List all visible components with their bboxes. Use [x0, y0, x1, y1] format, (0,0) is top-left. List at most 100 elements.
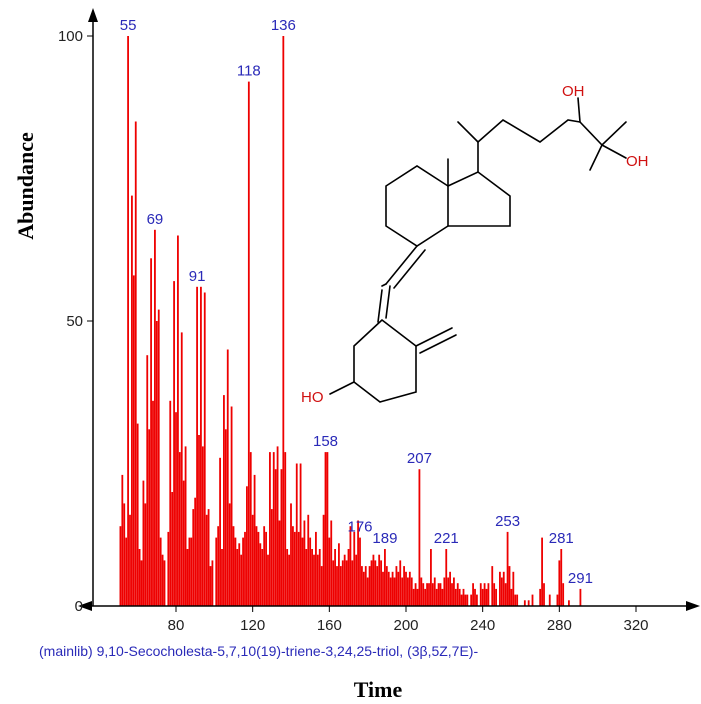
spectrum-bar — [464, 594, 467, 606]
spectrum-bar — [178, 452, 181, 606]
spectrum-bar — [299, 463, 302, 606]
spectrum-bar — [163, 560, 166, 606]
spectrum-bar — [384, 549, 386, 606]
spectrum-bar — [462, 588, 465, 606]
spectrum-bar — [123, 503, 126, 606]
spectrum-bar — [470, 594, 473, 606]
spectrum-bar — [428, 583, 430, 606]
spectrum-bar — [349, 526, 352, 606]
spectrum-bar — [556, 594, 559, 606]
spectrum-bar — [265, 531, 267, 606]
spectrum-bar — [272, 452, 275, 606]
spectrum-bar — [150, 258, 152, 606]
spectrum-bar — [276, 446, 279, 606]
spectrum-bar — [188, 537, 191, 606]
spectrum-bar — [403, 566, 405, 606]
spectrum-bar — [205, 514, 208, 606]
spectrum-bar — [341, 560, 344, 606]
spectrum-bar — [364, 566, 367, 606]
peak-label: 207 — [407, 450, 432, 467]
spectrum-bar — [180, 332, 183, 606]
spectrum-bar — [472, 583, 474, 606]
spectrum-bar — [414, 583, 417, 606]
spectrum-bar — [255, 526, 258, 606]
spectrum-bar — [290, 503, 292, 606]
spectrum-bar — [481, 588, 484, 606]
peak-label: 176 — [347, 519, 372, 536]
spectrum-bar — [543, 583, 545, 606]
spectrum-bar — [393, 577, 396, 606]
spectrum-bar — [196, 286, 198, 606]
spectrum-bar — [376, 566, 379, 606]
spectrum-bar — [539, 588, 542, 606]
spectrum-bar — [190, 537, 193, 606]
spectrum-bar — [154, 229, 156, 607]
spectrum-bar — [437, 583, 440, 606]
spectrum-bar — [207, 509, 210, 606]
spectrum-bar — [362, 571, 365, 606]
spectrum-bar — [407, 577, 409, 606]
spectrum-bar — [332, 560, 335, 606]
spectrum-bar — [357, 520, 359, 606]
spectrum-bar — [510, 588, 513, 606]
spectrum-bar — [476, 594, 478, 606]
spectrum-bar — [366, 577, 369, 606]
spectrum-bar — [267, 554, 269, 606]
spectrum-bar — [303, 520, 306, 606]
spectrum-bar — [274, 469, 277, 606]
y-axis-label: Abundance — [13, 132, 38, 240]
spectrum-bar — [138, 549, 141, 606]
spectrum-bar — [140, 560, 143, 606]
spectrum-bar — [453, 577, 455, 606]
spectrum-bar — [246, 486, 248, 606]
spectrum-bar — [259, 543, 262, 606]
spectrum-bar — [359, 537, 361, 606]
peak-label: 221 — [434, 530, 459, 547]
spectrum-bar — [232, 526, 235, 606]
spectrum-bar — [430, 549, 432, 606]
spectrum-bar — [251, 514, 254, 606]
spectrum-bar — [192, 509, 195, 606]
spectrum-bar — [441, 588, 444, 606]
spectrum-bar — [211, 560, 214, 606]
spectrum-bar — [148, 429, 151, 606]
spectrum-bar — [219, 457, 221, 606]
spectrum-bar — [410, 577, 413, 606]
spectrum-bar — [242, 537, 244, 606]
spectrum-bar — [339, 566, 342, 606]
spectrum-bar — [426, 583, 428, 606]
spectrum-bar — [136, 423, 139, 606]
spectrum-bar — [284, 452, 287, 606]
spectrum-bar — [527, 600, 530, 606]
spectrum-bar — [579, 588, 582, 606]
spectrum-bar — [424, 588, 427, 606]
spectrum-bar — [345, 560, 348, 606]
x-axis-label: Time — [354, 677, 403, 702]
spectrum-bar — [353, 531, 356, 606]
spectrum-bar — [382, 571, 384, 606]
spectrum-bar — [182, 480, 185, 606]
spectrum-bar — [454, 588, 457, 606]
spectrum-bar — [320, 566, 323, 606]
spectrum-bar — [240, 554, 243, 606]
spectrum-bar — [253, 474, 256, 606]
spectrum-bar — [322, 514, 325, 606]
spectrum-bar — [278, 520, 281, 606]
x-tick-label: 280 — [547, 617, 572, 634]
spectrum-bar — [449, 571, 451, 606]
spectrum-bar — [144, 503, 147, 606]
spectrum-bar — [167, 531, 170, 606]
spectrum-bar — [159, 537, 162, 606]
spectrum-bar — [380, 560, 382, 606]
spectrum-bar — [562, 583, 565, 606]
spectrum-bar — [269, 452, 271, 606]
spectrum-bar — [247, 81, 250, 607]
hydroxyl-label-left: HO — [301, 389, 324, 406]
y-axis-arrow — [88, 8, 98, 22]
spectrum-bar — [324, 452, 327, 606]
spectrum-bar — [523, 600, 526, 606]
spectrum-bar — [399, 560, 402, 606]
spectrum-bar — [495, 588, 497, 606]
spectrum-bar — [134, 121, 137, 606]
